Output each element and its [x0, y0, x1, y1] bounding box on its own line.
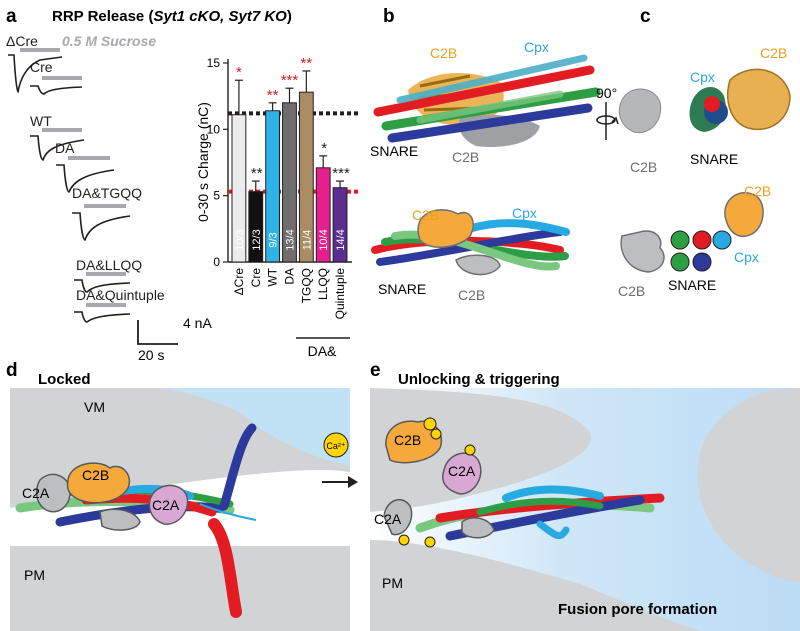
trace-label-da: DA	[55, 140, 75, 156]
membrane-diagram-e	[370, 388, 800, 631]
label-c2b-gray-c: C2B	[630, 159, 657, 175]
label-c2a-right-d: C2A	[152, 497, 180, 513]
trace-da-llqq: DA&LLQQ	[74, 257, 142, 293]
panel-a-title: RRP Release (Syt1 cKO, Syt7 KO)	[52, 8, 292, 25]
trace-dcre: ΔCre	[6, 33, 63, 93]
x-tick-label: Quintuple	[333, 268, 347, 320]
x-tick-label: TGQQ	[299, 268, 313, 303]
fusion-pore-caption: Fusion pore formation	[558, 601, 717, 618]
panel-d-title: Locked	[38, 371, 91, 388]
scale-x-label: 20 s	[138, 347, 164, 363]
trace-da-quintuple: DA&Quintuple	[74, 287, 165, 323]
significance-marker: *	[321, 140, 327, 157]
label-pm-e: PM	[382, 575, 403, 591]
calcium-icon: Ca²⁺	[323, 432, 349, 458]
bar-n-label: 10/3	[234, 229, 246, 250]
arrow-icon	[322, 476, 358, 488]
significance-marker: **	[300, 55, 312, 72]
cartoon-c	[620, 191, 764, 273]
y-tick-label: 0	[213, 255, 220, 269]
significance-marker: ***	[281, 72, 299, 89]
trace-label-llqq: DA&LLQQ	[76, 257, 142, 273]
label-c2b-d: C2B	[82, 467, 109, 483]
cartoon-label-snare-c: SNARE	[668, 277, 716, 293]
bar-n-label: 12/3	[251, 229, 263, 250]
label-c2a-e: C2A	[374, 511, 402, 527]
label-snare-c: SNARE	[690, 151, 738, 167]
y-tick-label: 10	[207, 122, 221, 136]
rotation-arrow-icon	[596, 102, 619, 140]
panel-letter-e: e	[370, 360, 381, 381]
label-c2a-left-d: C2A	[22, 485, 50, 501]
trace-label-cre: Cre	[30, 59, 53, 75]
trace-label-tgqq: DA&TGQQ	[72, 185, 142, 201]
cartoon-label-snare-b: SNARE	[378, 281, 426, 297]
ribbon-structure-b	[373, 54, 601, 148]
panel-letter-b: b	[383, 6, 395, 27]
cartoon-label-cpx-b: Cpx	[512, 205, 537, 221]
cartoon-label-c2b-gray-c: C2B	[618, 283, 645, 299]
panel-letter-c: c	[640, 6, 651, 27]
label-cpx-c: Cpx	[690, 69, 715, 85]
bar-n-label: 13/4	[284, 229, 296, 250]
current-traces: ΔCre 0.5 M Sucrose Cre WT DA DA&TGQQ DA&…	[6, 33, 178, 345]
ribbon-structure-c	[618, 68, 791, 134]
scale-y-label: 4 nA	[183, 315, 212, 331]
bar-n-label: 10/4	[318, 229, 330, 250]
cartoon-label-c2b-gray-b: C2B	[458, 287, 485, 303]
x-tick-label: Cre	[249, 268, 263, 288]
membrane-diagram-d	[10, 382, 350, 631]
rotation-label: 90°	[596, 85, 617, 101]
cartoon-label-cpx-c: Cpx	[734, 249, 759, 265]
label-pm-d: PM	[24, 567, 45, 583]
bar-n-label: 11/4	[301, 230, 313, 251]
trace-da-tgqq: DA&TGQQ	[72, 185, 142, 241]
label-cpx-b: Cpx	[524, 39, 549, 55]
significance-marker: **	[267, 87, 279, 104]
trace-cre: Cre	[30, 59, 83, 95]
label-c2b-gray-b: C2B	[452, 149, 479, 165]
label-c2b-orange-c: C2B	[760, 45, 787, 61]
y-tick-label: 5	[213, 189, 220, 203]
bar-n-label: 9/3	[268, 232, 280, 247]
group-label: DA&	[308, 343, 337, 359]
panel-letter-a: a	[6, 6, 17, 27]
label-vm: VM	[84, 399, 105, 415]
svg-text:Ca²⁺: Ca²⁺	[326, 441, 346, 451]
significance-marker: ***	[332, 165, 350, 182]
trace-da: DA	[55, 140, 115, 193]
sucrose-label: 0.5 M Sucrose	[62, 33, 156, 49]
significance-marker: *	[236, 64, 242, 81]
x-tick-label: ΔCre	[232, 268, 246, 296]
trace-label-wt: WT	[30, 113, 52, 129]
cartoon-label-c2b-b: C2B	[412, 207, 439, 223]
chart-y-label: 0-30 s Charge (nC)	[195, 102, 211, 222]
label-c2b-orange-b: C2B	[430, 45, 457, 61]
x-tick-label: DA	[282, 268, 296, 285]
bar-n-label: 14/4	[335, 229, 347, 250]
trace-wt: WT	[30, 113, 85, 161]
label-c2b-e: C2B	[394, 432, 421, 448]
label-c2a-top-e: C2A	[448, 463, 476, 479]
cartoon-b	[371, 209, 570, 276]
x-tick-label: LLQQ	[316, 268, 330, 300]
scale-bar	[137, 320, 178, 345]
significance-marker: **	[251, 165, 263, 182]
label-snare-b: SNARE	[370, 143, 418, 159]
cartoon-label-c2b-c: C2B	[744, 183, 771, 199]
trace-label-dcre: ΔCre	[6, 33, 38, 49]
x-tick-label: WT	[266, 267, 280, 286]
trace-label-quintuple: DA&Quintuple	[76, 287, 165, 303]
panel-letter-d: d	[6, 360, 18, 381]
y-tick-label: 15	[207, 56, 221, 70]
panel-e-title: Unlocking & triggering	[398, 371, 560, 388]
